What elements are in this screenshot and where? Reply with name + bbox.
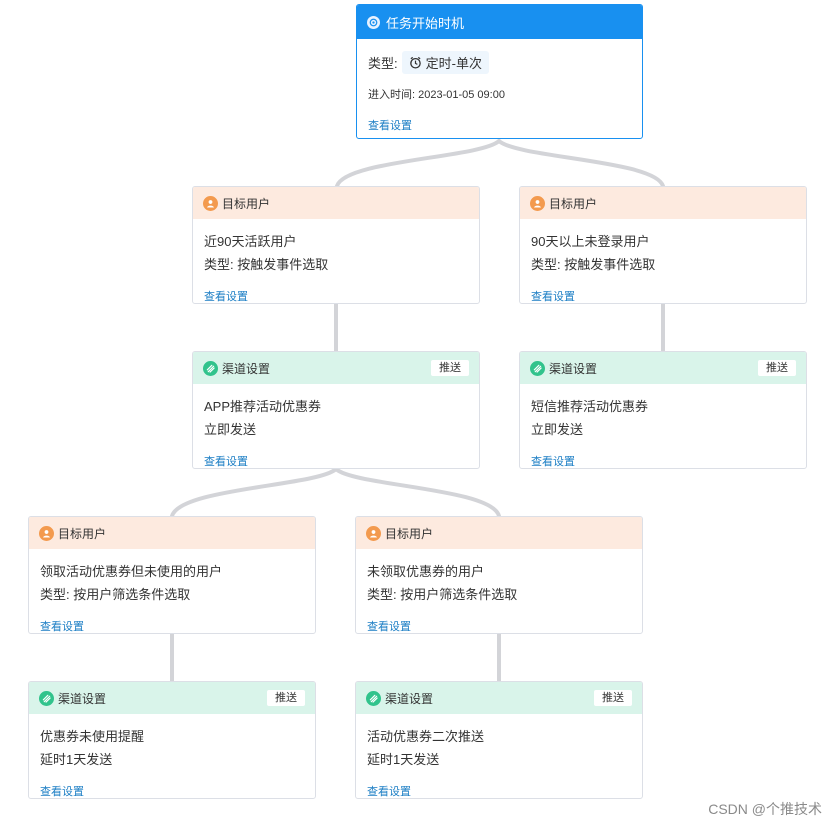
channel-node-header: 渠道设置 推送 — [29, 682, 315, 714]
channel-node-header-label: 渠道设置 — [58, 691, 107, 706]
connector-start-to-t2 — [497, 139, 665, 188]
view-settings-link[interactable]: 查看设置 — [204, 291, 248, 303]
user-icon — [530, 195, 545, 211]
target-node-type: 类型: 按用户筛选条件选取 — [367, 587, 518, 602]
connector-start-to-t1 — [335, 139, 501, 188]
view-settings-link[interactable]: 查看设置 — [40, 786, 84, 798]
push-badge: 推送 — [267, 690, 305, 706]
target-node-header-label: 目标用户 — [58, 526, 107, 541]
channel-node-name: APP推荐活动优惠券 — [204, 399, 322, 414]
target-node-header-label: 目标用户 — [385, 526, 434, 541]
start-type-label: 类型: — [368, 56, 398, 71]
channel-node-2[interactable]: 渠道设置 推送 短信推荐活动优惠券 立即发送 查看设置 — [519, 351, 807, 469]
connector-c1-to-t4 — [334, 467, 501, 518]
target-user-node-3[interactable]: 目标用户 领取活动优惠券但未使用的用户 类型: 按用户筛选条件选取 查看设置 — [28, 516, 316, 634]
target-node-type: 类型: 按触发事件选取 — [204, 257, 329, 272]
target-user-node-2[interactable]: 目标用户 90天以上未登录用户 类型: 按触发事件选取 查看设置 — [519, 186, 807, 304]
target-node-name: 领取活动优惠券但未使用的用户 — [40, 564, 223, 579]
channel-node-header: 渠道设置 推送 — [193, 352, 479, 384]
target-user-node-4[interactable]: 目标用户 未领取优惠券的用户 类型: 按用户筛选条件选取 查看设置 — [355, 516, 643, 634]
push-badge: 推送 — [594, 690, 632, 706]
channel-node-timing: 立即发送 — [204, 422, 257, 437]
channel-icon — [39, 690, 54, 706]
channel-node-header: 渠道设置 推送 — [520, 352, 806, 384]
channel-icon — [530, 360, 545, 376]
target-node-header-label: 目标用户 — [222, 196, 271, 211]
channel-node-4[interactable]: 渠道设置 推送 活动优惠券二次推送 延时1天发送 查看设置 — [355, 681, 643, 799]
view-settings-link[interactable]: 查看设置 — [367, 786, 411, 798]
start-type-row: 类型: 定时-单次 — [368, 51, 631, 74]
target-node-type: 类型: 按用户筛选条件选取 — [40, 587, 191, 602]
push-badge: 推送 — [758, 360, 796, 376]
watermark: CSDN @个推技术 — [708, 801, 822, 817]
start-view-settings-link[interactable]: 查看设置 — [368, 120, 412, 132]
target-icon — [367, 15, 380, 29]
channel-node-header-label: 渠道设置 — [222, 361, 271, 376]
channel-node-timing: 延时1天发送 — [40, 752, 113, 767]
start-type-tag: 定时-单次 — [401, 51, 489, 74]
start-type-value: 定时-单次 — [425, 56, 482, 71]
view-settings-link[interactable]: 查看设置 — [204, 456, 248, 468]
start-node-title: 任务开始时机 — [386, 15, 465, 31]
channel-icon — [366, 690, 381, 706]
channel-icon — [203, 360, 218, 376]
view-settings-link[interactable]: 查看设置 — [40, 621, 84, 633]
user-icon — [39, 525, 54, 541]
target-node-header-label: 目标用户 — [549, 196, 598, 211]
channel-node-name: 优惠券未使用提醒 — [40, 729, 145, 744]
channel-node-3[interactable]: 渠道设置 推送 优惠券未使用提醒 延时1天发送 查看设置 — [28, 681, 316, 799]
target-node-name: 近90天活跃用户 — [204, 234, 297, 249]
channel-node-1[interactable]: 渠道设置 推送 APP推荐活动优惠券 立即发送 查看设置 — [192, 351, 480, 469]
channel-node-name: 短信推荐活动优惠券 — [531, 399, 649, 414]
start-enter-time: 进入时间: 2023-01-05 09:00 — [368, 89, 505, 101]
target-node-name: 90天以上未登录用户 — [531, 234, 650, 249]
push-badge: 推送 — [431, 360, 469, 376]
target-user-node-1[interactable]: 目标用户 近90天活跃用户 类型: 按触发事件选取 查看设置 — [192, 186, 480, 304]
connector-c1-to-t3 — [170, 467, 338, 518]
channel-node-timing: 立即发送 — [531, 422, 584, 437]
target-node-name: 未领取优惠券的用户 — [367, 564, 485, 579]
target-node-header: 目标用户 — [356, 517, 642, 549]
alarm-clock-icon — [409, 56, 421, 69]
channel-node-header-label: 渠道设置 — [549, 361, 598, 376]
channel-node-name: 活动优惠券二次推送 — [367, 729, 485, 744]
view-settings-link[interactable]: 查看设置 — [531, 456, 575, 468]
view-settings-link[interactable]: 查看设置 — [367, 621, 411, 633]
channel-node-timing: 延时1天发送 — [367, 752, 440, 767]
start-node-header: 任务开始时机 — [357, 5, 642, 39]
view-settings-link[interactable]: 查看设置 — [531, 291, 575, 303]
target-node-header: 目标用户 — [193, 187, 479, 219]
channel-node-header-label: 渠道设置 — [385, 691, 434, 706]
user-icon — [203, 195, 218, 211]
channel-node-header: 渠道设置 推送 — [356, 682, 642, 714]
start-node[interactable]: 任务开始时机 类型: 定时-单次 进入时间: 2023-01-05 09:00 … — [356, 4, 643, 139]
target-node-header: 目标用户 — [520, 187, 806, 219]
target-node-type: 类型: 按触发事件选取 — [531, 257, 656, 272]
target-node-header: 目标用户 — [29, 517, 315, 549]
user-icon — [366, 525, 381, 541]
